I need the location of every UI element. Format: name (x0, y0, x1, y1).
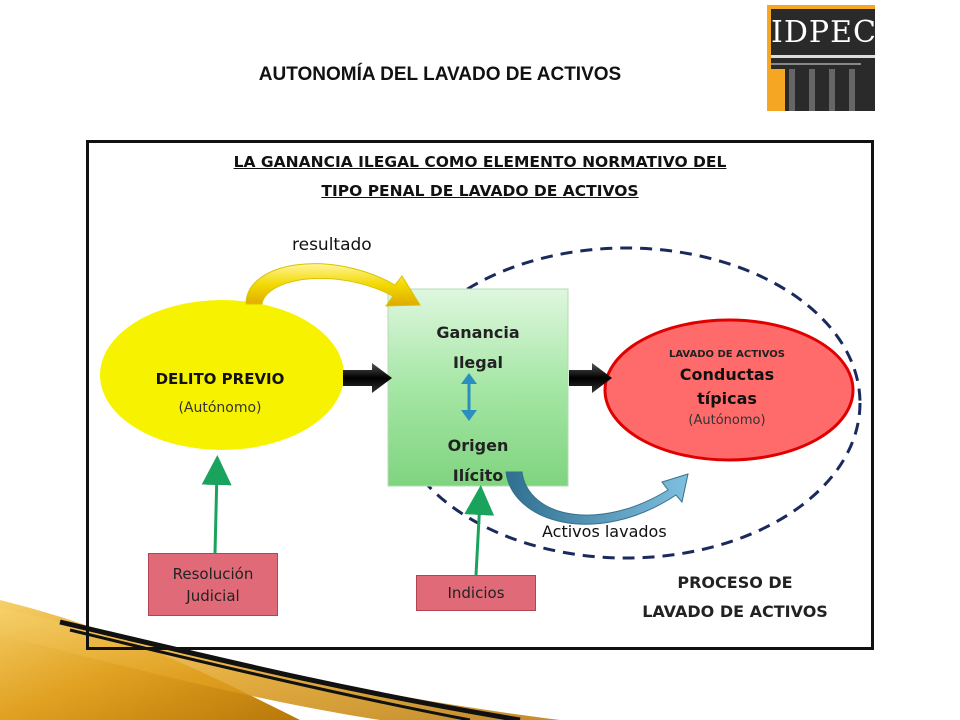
idpec-logo: IDPEC (767, 5, 877, 111)
ganancia-line1: Ganancia (436, 323, 520, 342)
double-arrow-head-top (461, 373, 477, 384)
lavado-sub: (Autónomo) (688, 413, 766, 428)
origen-ilicito-text: Origen Ilícito (388, 431, 568, 491)
lavado-small: LAVADO DE ACTIVOS (668, 349, 785, 360)
ganancia-line2: Ilegal (452, 353, 504, 372)
resolucion-arrow (201, 455, 232, 554)
diagram-title: LA GANANCIA ILEGAL COMO ELEMENTO NORMATI… (150, 148, 810, 206)
proceso-label: PROCESO DE LAVADO DE ACTIVOS (625, 568, 845, 626)
decorative-swoosh (0, 600, 560, 720)
origen-line2: Ilícito (452, 466, 504, 485)
origen-line1: Origen (447, 436, 509, 455)
lavado-line2: típicas (697, 389, 757, 408)
ganancia-ilegal-box (387, 288, 569, 487)
delito-previo-ellipse (100, 300, 344, 450)
diagram-frame (86, 140, 874, 650)
black-arrow-right (569, 363, 612, 393)
proceso-line2: LAVADO DE ACTIVOS (642, 602, 828, 621)
indicios-label: Indicios (447, 584, 505, 602)
delito-previo-sub: (Autónomo) (178, 400, 262, 416)
delito-previo-title: DELITO PREVIO (155, 370, 285, 388)
activos-lavados-curved-arrow (505, 471, 689, 525)
lavado-activos-ellipse (603, 318, 855, 462)
proceso-line1: PROCESO DE (677, 573, 793, 592)
delito-previo-text: DELITO PREVIO (Autónomo) (120, 370, 320, 416)
resultado-label: resultado (292, 235, 372, 255)
black-arrow-left (343, 363, 392, 393)
lavado-line1: Conductas (679, 365, 775, 384)
page-title: AUTONOMÍA DEL LAVADO DE ACTIVOS (258, 64, 622, 85)
resultado-curved-arrow (245, 263, 421, 307)
process-ellipse (390, 246, 862, 560)
indicios-arrow (464, 485, 495, 576)
resolucion-line1: Resolución (172, 564, 254, 583)
diagram-title-line2: TIPO PENAL DE LAVADO DE ACTIVOS (321, 182, 639, 200)
ganancia-ilegal-text: Ganancia Ilegal (388, 318, 568, 378)
resolucion-line2: Judicial (186, 586, 240, 605)
lavado-activos-text: LAVADO DE ACTIVOS Conductas típicas (Aut… (627, 349, 827, 428)
double-arrow-head-bottom (461, 410, 477, 421)
resolucion-judicial-box: Resolución Judicial (148, 553, 278, 616)
indicios-box: Indicios (416, 575, 536, 611)
activos-lavados-label: Activos lavados (542, 522, 667, 541)
logo-text: IDPEC (771, 15, 877, 50)
diagram-title-line1: LA GANANCIA ILEGAL COMO ELEMENTO NORMATI… (233, 153, 727, 171)
